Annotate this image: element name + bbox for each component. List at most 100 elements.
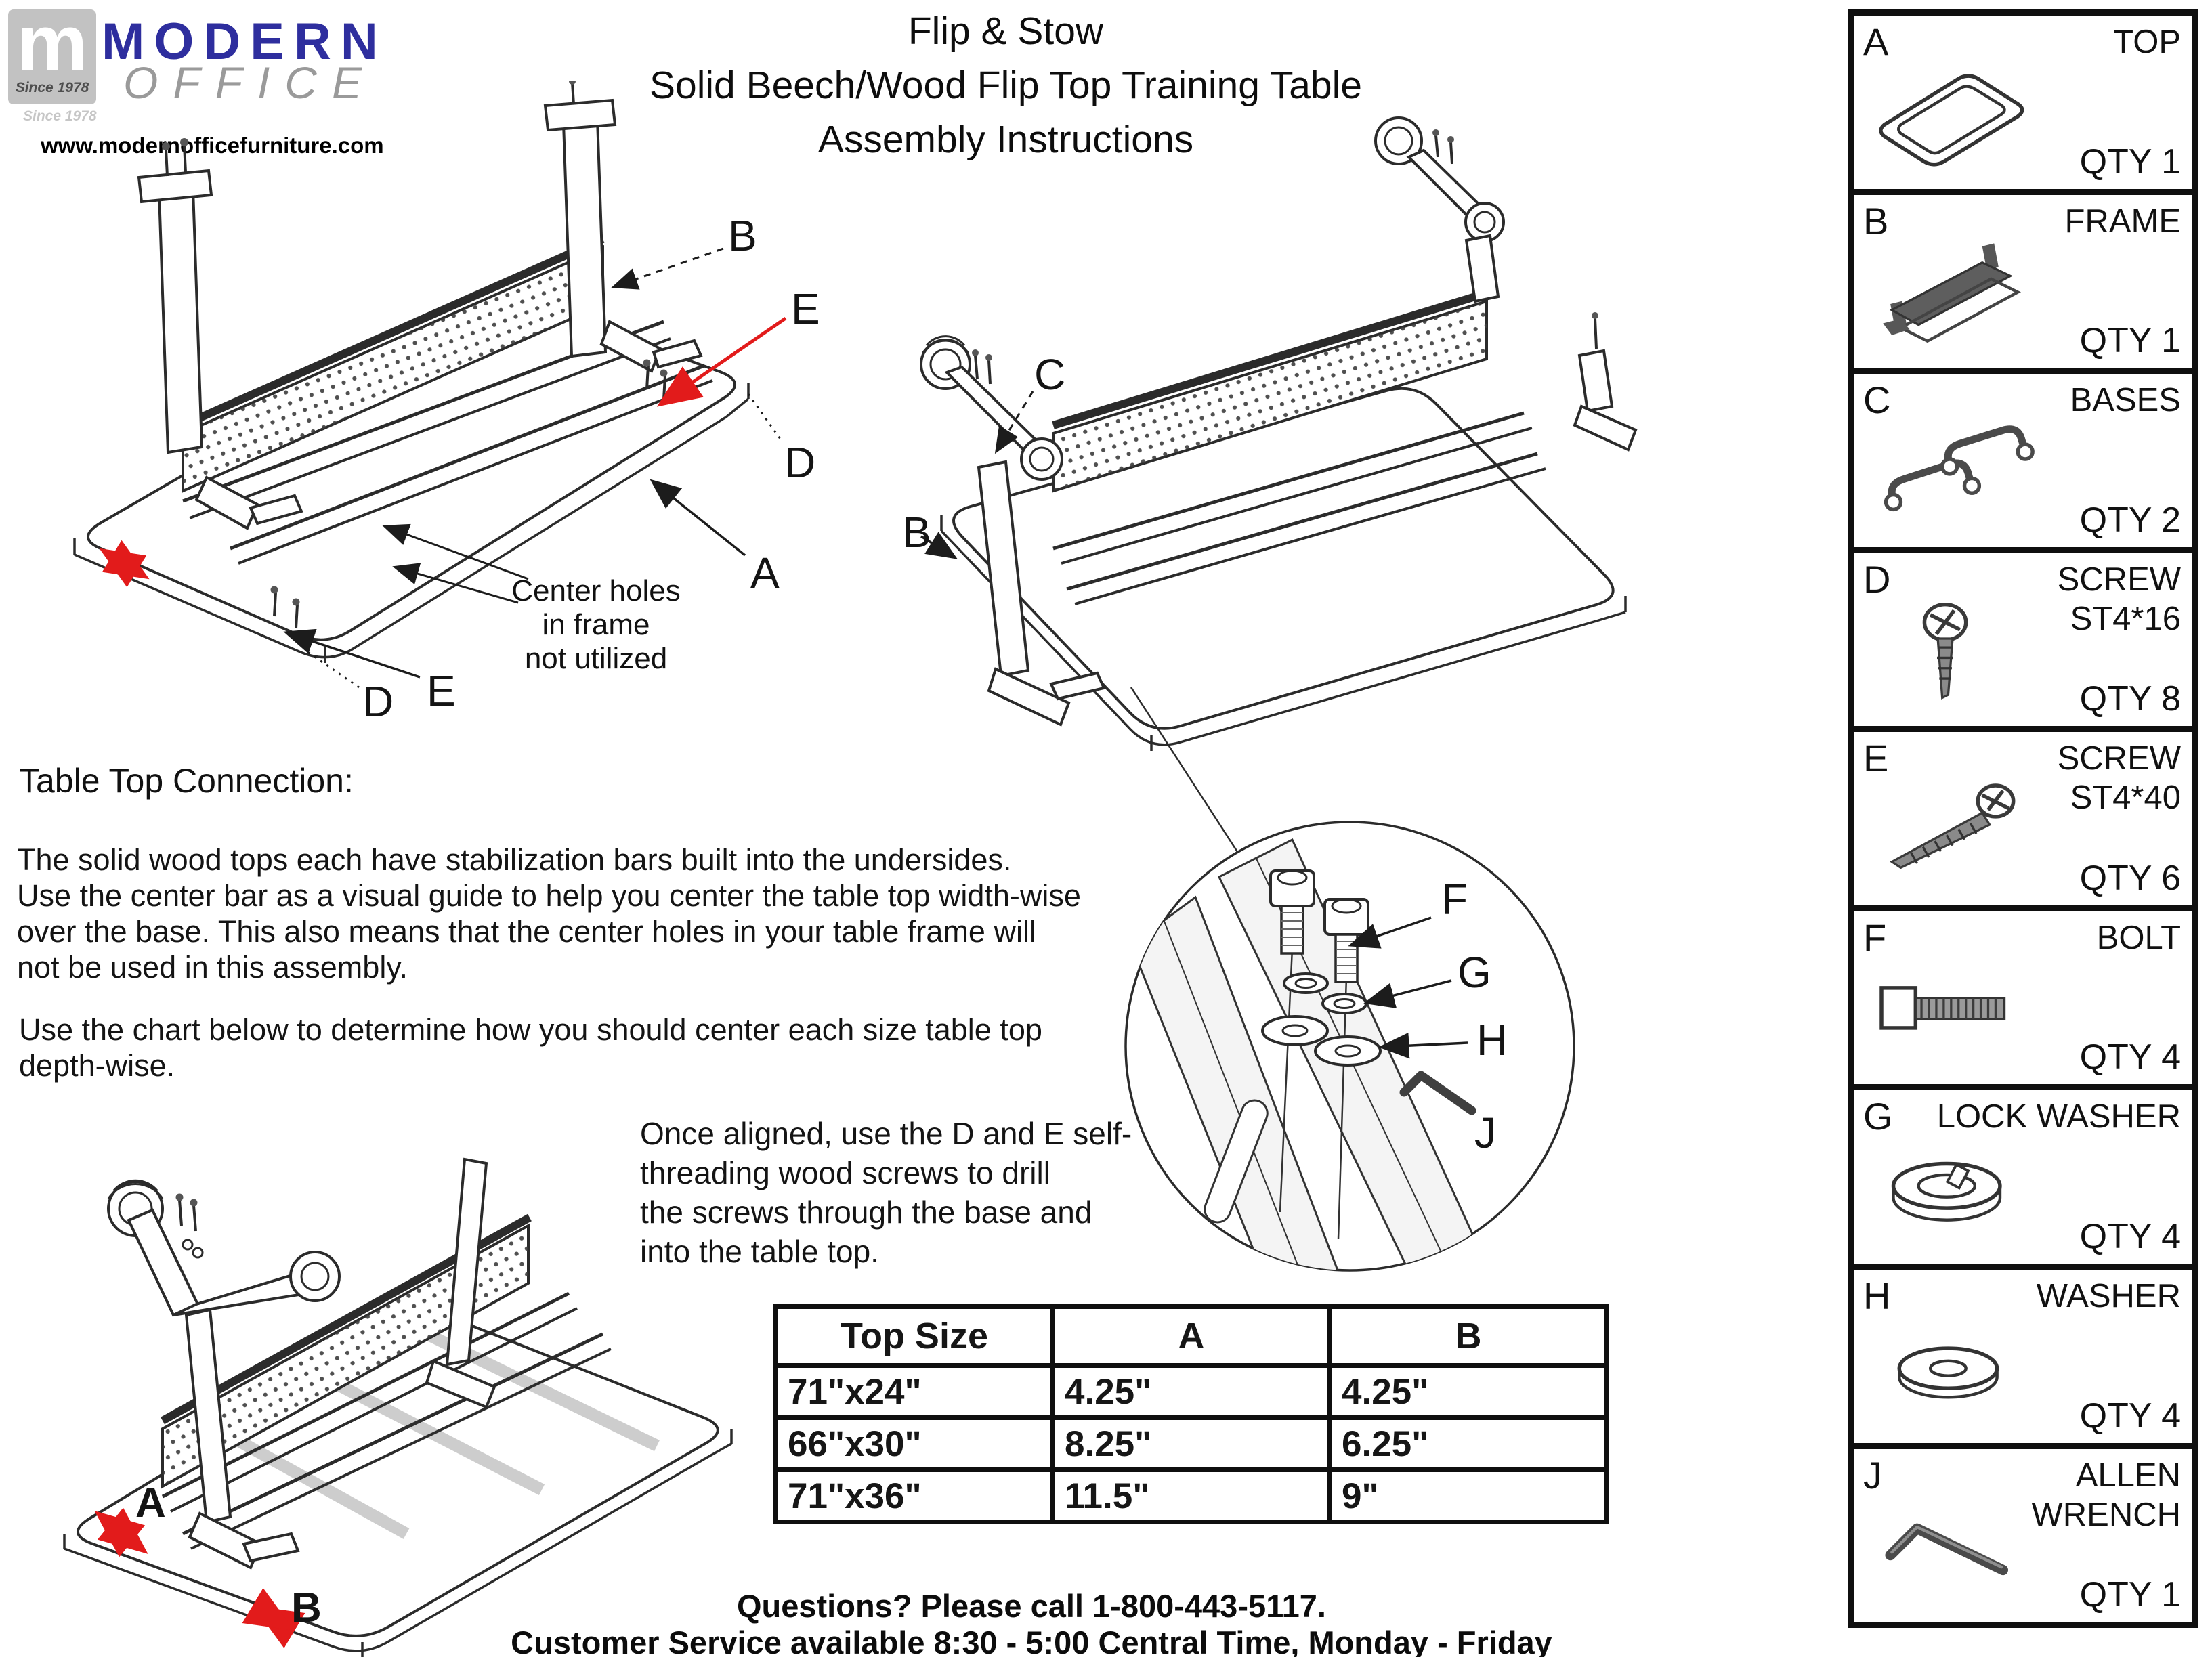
part-qty: QTY 4 [2079, 1037, 2181, 1077]
part-name-2: WRENCH [2031, 1496, 2181, 1533]
parts-row-bases: C BASES QTY 2 [1854, 374, 2192, 553]
label-detail-g: G [1458, 948, 1491, 997]
page-title: Flip & Stow Solid Beech/Wood Flip Top Tr… [498, 4, 1514, 167]
center-holes-note: Center holes in frame not utilized [433, 574, 759, 676]
part-qty: QTY 1 [2079, 1575, 2181, 1615]
perforated-panel [161, 1213, 532, 1489]
paragraph-1-line-2: Use the center bar as a visual guide to … [17, 878, 1081, 913]
bolt-f-parts [1269, 869, 1369, 983]
part-name: SCREW [2057, 740, 2181, 777]
right-post [425, 1157, 496, 1409]
part-qty: QTY 1 [2079, 142, 2181, 181]
part-name: BOLT [2096, 919, 2181, 956]
parts-row-top: A TOP QTY 1 [1854, 16, 2192, 195]
part-name: SCREW [2057, 561, 2181, 598]
leader-f [1348, 916, 1432, 949]
paragraph-2-line-2: depth-wise. [19, 1048, 175, 1083]
part-qty: QTY 8 [2079, 679, 2181, 719]
cell-size-3: 71"x36" [773, 1467, 1055, 1524]
measure-arrow-a [94, 1507, 148, 1557]
part-letter: J [1863, 1453, 1882, 1497]
modern-office-logo: m Since 1978 [8, 0, 96, 104]
label-d2-b: B [902, 508, 931, 557]
cell-a-3: 11.5" [1050, 1467, 1332, 1524]
label-d1-d2: D [362, 677, 394, 726]
measure-arrow-b [242, 1588, 305, 1648]
parts-row-washer: H WASHER QTY 4 [1854, 1270, 2192, 1449]
left-post [137, 138, 303, 629]
part-name: BASES [2070, 382, 2181, 419]
allen-wrench-drawing [1399, 1071, 1476, 1115]
title-line-1: Flip & Stow [908, 9, 1104, 53]
brand-name-modern: MODERN [102, 13, 387, 70]
paragraph-3-line-3: the screws through the base and [640, 1195, 1092, 1230]
label-d1-d: D [784, 438, 815, 487]
table-row: 71"x24" 4.25" 4.25" [773, 1363, 1609, 1420]
part-letter: G [1863, 1095, 1893, 1138]
frame-rails [161, 1291, 612, 1550]
paragraph-3-line-4: into the table top. [640, 1234, 879, 1269]
frame-rails [1052, 411, 1546, 605]
table-row: 71"x36" 11.5" 9" [773, 1467, 1609, 1524]
paragraph-1-line-4: not be used in this assembly. [17, 950, 408, 985]
lock-washer-icon [1891, 1162, 2002, 1222]
paragraph-1: The solid wood tops each have stabilizat… [17, 842, 1114, 985]
col-header-a: A [1050, 1304, 1332, 1368]
table-top-icon [1879, 74, 2024, 167]
parts-row-frame: B FRAME QTY 1 [1854, 195, 2192, 374]
part-name: TOP [2113, 24, 2181, 60]
note-line-1: Center holes [511, 574, 681, 607]
paragraph-3-line-1: Once aligned, use the D and E self- [640, 1116, 1132, 1151]
parts-row-bolt: F BOLT QTY 4 [1854, 911, 2192, 1091]
leader-g [1363, 979, 1452, 1008]
website-url: www.modernofficefurniture.com [41, 133, 384, 158]
stabilization-bars [213, 1328, 660, 1539]
frame-icon [1883, 242, 2021, 343]
table-row: 66"x30" 8.25" 6.25" [773, 1415, 1609, 1472]
part-name: LOCK WASHER [1936, 1098, 2181, 1136]
title-line-3: Assembly Instructions [817, 118, 1194, 161]
cell-a-2: 8.25" [1050, 1415, 1332, 1472]
logo-since-text: Since 1978 [15, 80, 89, 95]
part-letter: A [1863, 20, 1889, 63]
leader-b [920, 532, 958, 559]
cell-b-3: 9" [1327, 1467, 1609, 1524]
label-d2-c: C [1034, 350, 1065, 399]
leader-h [1378, 1032, 1468, 1059]
centerline-2 [1337, 976, 1348, 1240]
paragraph-3: Once aligned, use the D and E self- thre… [640, 1114, 1155, 1271]
lock-washer-parts [1283, 972, 1367, 1014]
detail-inset-hardware: F G H J [1124, 821, 1575, 1272]
col-header-top-size: Top Size [773, 1304, 1055, 1368]
washer-icon [1897, 1346, 1999, 1399]
parts-row-allen-wrench: J ALLEN WRENCH QTY 1 [1854, 1449, 2192, 1622]
part-qty: QTY 1 [2079, 321, 2181, 361]
label-d3-a: A [135, 1480, 166, 1526]
paragraph-1-line-1: The solid wood tops each have stabilizat… [17, 842, 1012, 877]
part-name: ALLEN [2075, 1457, 2181, 1494]
part-letter: F [1863, 916, 1887, 959]
paragraph-3-line-2: threading wood screws to drill [640, 1155, 1050, 1190]
cell-size-1: 71"x24" [773, 1363, 1055, 1420]
part-qty: QTY 4 [2079, 1216, 2181, 1256]
table-header-row: Top Size A B [773, 1304, 1609, 1368]
cell-b-2: 6.25" [1327, 1415, 1609, 1472]
label-d1-e: E [791, 284, 820, 333]
frame-bars-section [1130, 838, 1495, 1270]
col-header-b: B [1327, 1304, 1609, 1368]
part-spec: ST4*40 [2070, 779, 2181, 817]
label-detail-h: H [1476, 1016, 1508, 1064]
bases-icon [1884, 425, 2035, 512]
perforated-panel [181, 235, 605, 494]
label-detail-j: J [1474, 1109, 1496, 1157]
label-d1-b: B [728, 211, 757, 260]
part-letter: H [1863, 1274, 1891, 1317]
leader-c [994, 391, 1034, 454]
frame-rails [182, 320, 713, 565]
part-qty: QTY 2 [2079, 500, 2181, 540]
leader-to-detail [1130, 687, 1248, 866]
washer-parts [1261, 1015, 1382, 1067]
part-letter: E [1863, 737, 1889, 780]
paragraph-1-line-3: over the base. This also means that the … [17, 914, 1036, 949]
